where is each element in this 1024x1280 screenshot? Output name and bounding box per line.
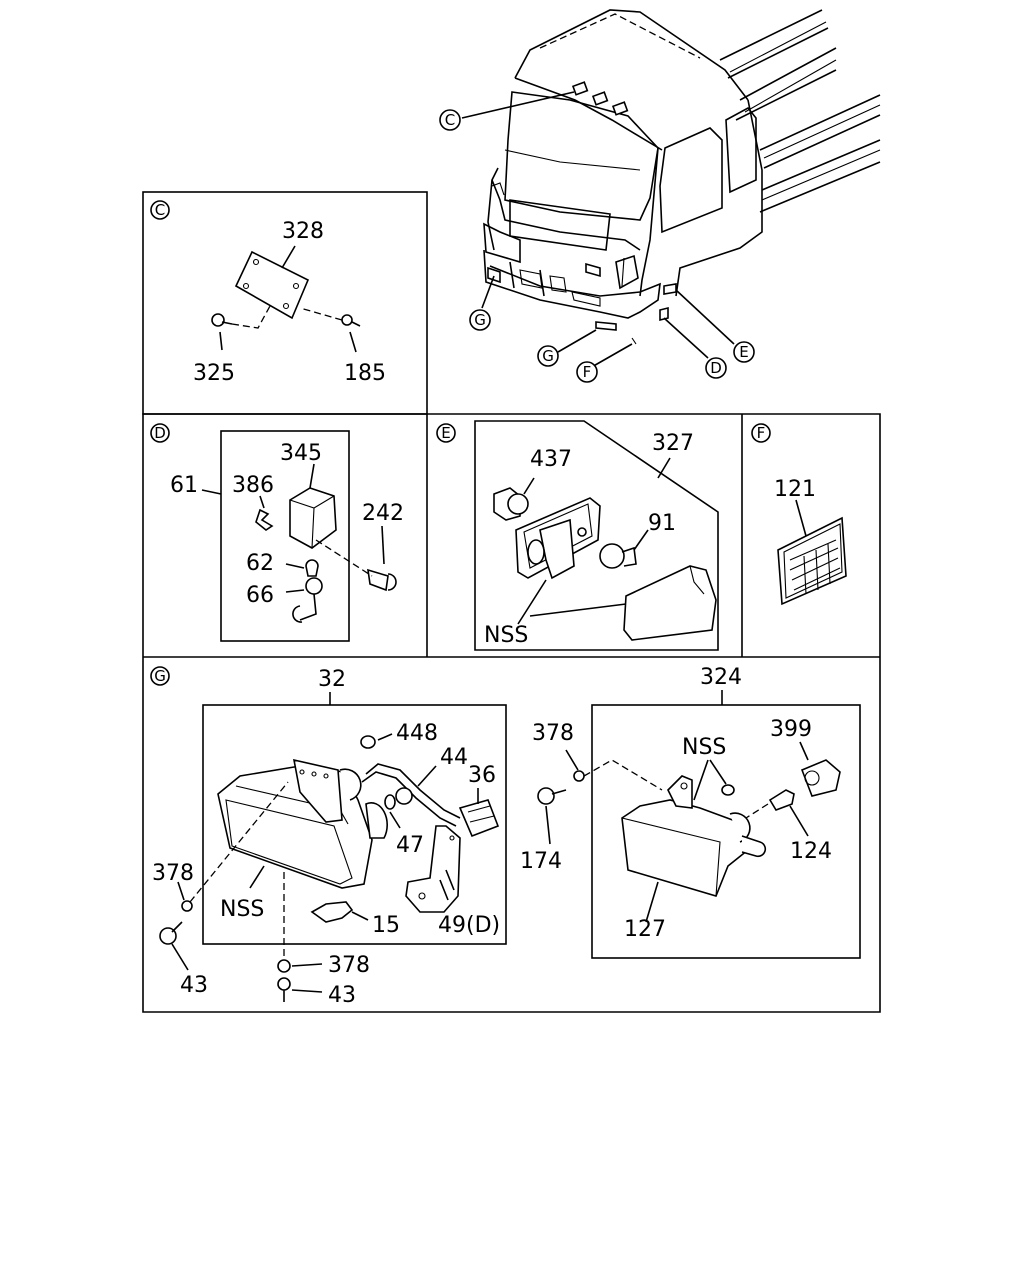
nut-185 xyxy=(341,314,361,327)
washer-47 xyxy=(384,794,396,810)
label-386: 386 xyxy=(232,473,274,498)
label-nss-g-left: NSS xyxy=(220,897,264,922)
nut-44 xyxy=(395,787,413,805)
label-49d: 49(D) xyxy=(438,913,500,938)
label-378-right: 378 xyxy=(532,721,574,746)
label-399: 399 xyxy=(770,717,812,742)
label-nss-g-right: NSS xyxy=(682,735,726,760)
label-378-left: 378 xyxy=(152,861,194,886)
label-91: 91 xyxy=(648,511,676,536)
panel-f-letter: F xyxy=(757,424,766,442)
label-124: 124 xyxy=(790,839,832,864)
reflector-121 xyxy=(777,516,847,606)
label-327: 327 xyxy=(652,431,694,456)
panel-c: C 328 325 185 xyxy=(150,200,386,386)
bulb-124 xyxy=(768,789,795,811)
panel-g: G xyxy=(150,665,861,1008)
clip-386 xyxy=(255,508,274,531)
label-121: 121 xyxy=(774,477,816,502)
label-43-lower: 43 xyxy=(328,983,356,1008)
label-185: 185 xyxy=(344,361,386,386)
label-36: 36 xyxy=(468,763,496,788)
screw-43-lower xyxy=(277,977,291,1002)
label-nss-e: NSS xyxy=(484,623,528,648)
washer-378-right xyxy=(573,770,585,782)
label-328: 328 xyxy=(282,219,324,244)
panel-frames xyxy=(142,191,881,1013)
callout-f-truck: F xyxy=(583,363,592,381)
label-61: 61 xyxy=(170,473,198,498)
label-47: 47 xyxy=(396,833,424,858)
washer-378-left xyxy=(181,900,193,912)
label-174: 174 xyxy=(520,849,562,874)
grommet-448 xyxy=(360,735,376,749)
screw-174 xyxy=(537,787,567,805)
label-15: 15 xyxy=(372,913,400,938)
turn-lamp-lens xyxy=(623,565,717,641)
panel-f: F 121 xyxy=(751,423,847,606)
callout-e-truck: E xyxy=(739,343,748,361)
label-127: 127 xyxy=(624,917,666,942)
screw-242 xyxy=(367,568,397,592)
panel-d-letter: D xyxy=(154,424,166,442)
fog-lamp-127 xyxy=(621,799,749,897)
panel-c-letter: C xyxy=(155,201,165,219)
label-448: 448 xyxy=(396,721,438,746)
callout-d-truck: D xyxy=(710,359,722,377)
label-32: 32 xyxy=(318,667,346,692)
washer-378-lower xyxy=(277,959,291,973)
callout-c-truck: C xyxy=(445,111,455,129)
bulb-15 xyxy=(310,901,354,923)
callout-g-truck: G xyxy=(474,311,486,329)
bracket-49 xyxy=(405,825,461,913)
label-242: 242 xyxy=(362,501,404,526)
label-44: 44 xyxy=(440,745,468,770)
screw-325 xyxy=(211,313,233,327)
callout-g-truck-lower: G xyxy=(542,347,554,365)
socket-66 xyxy=(305,577,323,595)
socket-399 xyxy=(800,759,841,797)
label-437: 437 xyxy=(530,447,572,472)
label-378-lower: 378 xyxy=(328,953,370,978)
panel-d: D 345 61 386 242 62 66 xyxy=(150,423,404,642)
panel-e: E 437 327 91 NSS xyxy=(436,420,719,651)
label-325: 325 xyxy=(193,361,235,386)
panel-g-letter: G xyxy=(154,667,166,685)
connector-36 xyxy=(458,799,500,838)
label-324: 324 xyxy=(700,665,742,690)
truck-cab-illustration: C G G F D E xyxy=(439,9,881,383)
label-62: 62 xyxy=(246,551,274,576)
marker-lamp-plate xyxy=(234,250,310,320)
bulb-91 xyxy=(599,543,637,569)
bulb-62 xyxy=(305,559,319,577)
screw-43-left xyxy=(159,921,183,945)
panel-e-letter: E xyxy=(441,424,450,442)
label-66: 66 xyxy=(246,583,274,608)
label-345: 345 xyxy=(280,441,322,466)
label-43-left: 43 xyxy=(180,973,208,998)
